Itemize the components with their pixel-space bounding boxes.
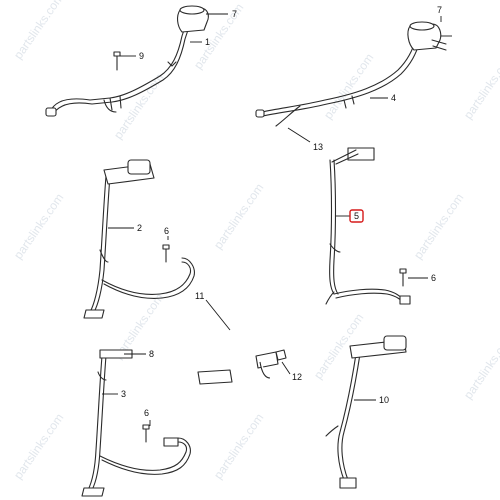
watermark-text: partslinks.com bbox=[211, 411, 266, 482]
watermark-text: partslinks.com bbox=[11, 411, 66, 482]
bolt-9 bbox=[113, 51, 121, 71]
bolt-6-left bbox=[162, 244, 170, 263]
part-2-cable bbox=[83, 159, 195, 319]
callout-9: 9 bbox=[139, 51, 144, 61]
watermark-text: partslinks.com bbox=[321, 51, 376, 122]
watermark-text: partslinks.com bbox=[411, 191, 466, 262]
callout-10: 10 bbox=[379, 395, 389, 405]
callout-12: 12 bbox=[292, 372, 302, 382]
callout-6-bottom: 6 bbox=[144, 408, 149, 418]
callout-5: 5 bbox=[354, 211, 359, 221]
watermark-text: partslinks.com bbox=[111, 71, 166, 142]
part-11-hose bbox=[197, 322, 279, 385]
clip-12 bbox=[275, 349, 287, 361]
part-10-cable bbox=[325, 335, 407, 489]
watermark-text: partslinks.com bbox=[11, 191, 66, 262]
watermark-text: partslinks.com bbox=[461, 331, 500, 402]
callout-13: 13 bbox=[313, 142, 323, 152]
part-1-cable bbox=[45, 5, 209, 117]
callout-6-right: 6 bbox=[431, 273, 436, 283]
bolt-6-bottom bbox=[142, 424, 150, 443]
highlight-box bbox=[349, 209, 364, 223]
callout-4: 4 bbox=[391, 93, 396, 103]
callout-6-left: 6 bbox=[164, 226, 169, 236]
watermark-text: partslinks.com bbox=[211, 181, 266, 252]
callout-7-top-left: 7 bbox=[232, 9, 237, 19]
watermark-text: partslinks.com bbox=[11, 0, 66, 62]
leader-lines bbox=[102, 13, 452, 426]
part-4-cable bbox=[255, 21, 447, 127]
callout-8: 8 bbox=[149, 349, 154, 359]
watermark-layer: partslinks.com partslinks.com partslinks… bbox=[11, 0, 500, 482]
callout-2: 2 bbox=[137, 223, 142, 233]
callout-11: 11 bbox=[195, 291, 204, 301]
callout-7-top-right: 7 bbox=[437, 5, 442, 15]
watermark-text: partslinks.com bbox=[461, 51, 500, 122]
callout-3: 3 bbox=[121, 389, 126, 399]
part-3-cable bbox=[81, 349, 191, 497]
callout-1: 1 bbox=[205, 37, 210, 47]
callout-labels: 7 1 9 7 4 13 2 6 5 6 11 12 8 3 6 10 bbox=[121, 5, 442, 418]
bolt-6-right bbox=[399, 268, 407, 287]
part-5-cable bbox=[325, 147, 411, 305]
